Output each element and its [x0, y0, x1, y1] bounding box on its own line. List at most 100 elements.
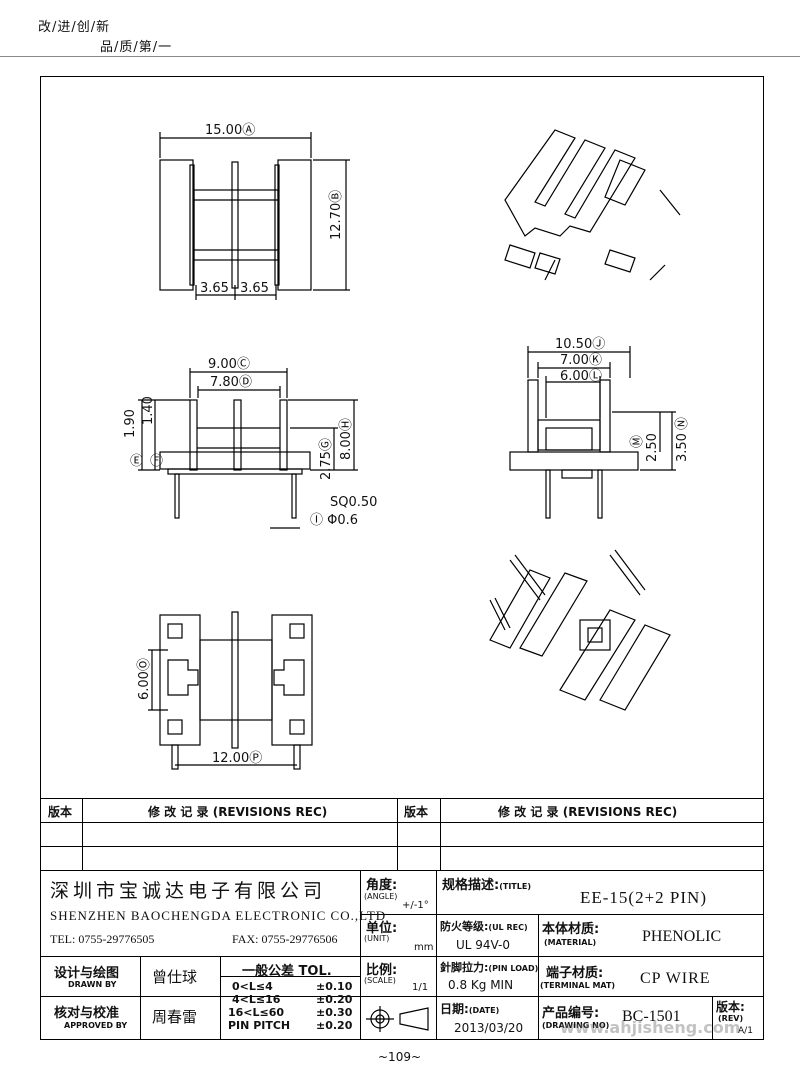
design-en: DRAWN BY: [68, 980, 117, 989]
dim-n: Ⓝ: [675, 417, 690, 430]
dim-7: 7.00Ⓚ: [560, 353, 602, 368]
tb-col-d: [712, 996, 713, 1040]
rev-row3: [40, 870, 764, 871]
rev-title-left: 修 改 记 录 (REVISIONS REC): [148, 805, 328, 819]
dim-f: Ⓕ: [150, 454, 163, 469]
approve-label: 核对与校准: [54, 1006, 120, 1021]
terminal-value: CP WIRE: [640, 970, 711, 987]
projection-symbol-icon: [366, 1006, 429, 1032]
rev-col2: [397, 798, 398, 870]
angle-label: 角度:: [366, 878, 398, 893]
pinload-label: 針脚拉力:(PIN LOAD): [440, 961, 539, 974]
tb-row-left: [40, 956, 364, 957]
tb-col-c: [538, 914, 539, 1040]
company-fax: FAX: 0755-29776506: [232, 932, 338, 946]
slogan-line2: 品/质/第/一: [100, 40, 173, 55]
unit-label: 单位:: [366, 921, 398, 936]
tol-value-3: ±0.30: [316, 1006, 353, 1019]
title-label: 规格描述:(TITLE): [442, 878, 531, 893]
tol-title: 一般公差 TOL.: [242, 964, 332, 979]
tol-value-2: ±0.20: [316, 993, 353, 1006]
rev-col3: [440, 798, 441, 870]
drawing-en: (DRAWING NO): [542, 1021, 610, 1030]
title-value: EE-15(2+2 PIN): [580, 888, 707, 907]
rev-row1: [40, 822, 764, 823]
dim-2-50: 2.50: [645, 433, 660, 462]
dim-pin: Ⓘ Φ0.6: [310, 513, 358, 528]
scale-label: 比例:: [366, 963, 398, 978]
tb-tol-rule: [220, 976, 360, 977]
dim-m: Ⓜ: [630, 435, 645, 448]
angle-value: +/-1°: [402, 900, 429, 911]
rev-en: (REV): [718, 1014, 744, 1023]
dim-10-50: 10.50Ⓙ: [555, 337, 605, 352]
pinload-value: 0.8 Kg MIN: [448, 978, 514, 992]
ul-label: 防火等级:(UL REC): [440, 920, 528, 933]
dim-2-75: 2.75Ⓖ: [319, 438, 334, 480]
dim-7-80: 7.80Ⓓ: [210, 375, 252, 390]
dim-8: 8.00Ⓗ: [339, 418, 354, 460]
material-label: 本体材质:: [542, 922, 600, 937]
tol-range-2: 4<L≤16: [232, 993, 281, 1006]
dim-6-o: 6.00Ⓞ: [137, 658, 152, 700]
dim-3-65-left: 3.65: [200, 281, 229, 296]
scale-value: 1/1: [412, 982, 429, 993]
date-value: 2013/03/20: [454, 1021, 524, 1035]
rev-title-right: 修 改 记 录 (REVISIONS REC): [498, 805, 678, 819]
design-name: 曾仕球: [152, 970, 198, 986]
scale-en: (SCALE): [364, 976, 396, 985]
tol-range-4: PIN PITCH: [228, 1019, 291, 1032]
company-name-cn: 深圳市宝诚达电子有限公司: [50, 881, 327, 902]
tb-row3: [40, 996, 764, 997]
terminal-label: 端子材质:: [546, 966, 604, 981]
drawing-label: 产品编号:: [542, 1006, 600, 1021]
technical-drawings: 15.00Ⓐ 12.70Ⓑ 3.65 3.65 9.00Ⓒ 7.80Ⓓ 1.90…: [123, 123, 690, 770]
approve-name: 周春雷: [152, 1010, 198, 1026]
date-label: 日期:(DATE): [440, 1002, 500, 1016]
header-rule: [0, 56, 800, 57]
tb-row2: [360, 956, 764, 957]
unit-value: mm: [414, 942, 434, 953]
company-name-en: SHENZHEN BAOCHENGDA ELECTRONIC CO.,LTD: [50, 908, 387, 923]
design-label: 设计与绘图: [54, 966, 120, 981]
dim-12-70: 12.70Ⓑ: [329, 190, 344, 240]
dim-9: 9.00Ⓒ: [208, 357, 250, 372]
watermark: www.ahjisheng.com: [560, 1018, 741, 1037]
unit-en: (UNIT): [364, 934, 390, 943]
drawing-frame: [40, 76, 764, 1040]
dim-12: 12.00Ⓟ: [212, 751, 262, 766]
slogan-line1: 改/进/创/新: [38, 20, 111, 35]
dim-3-50: 3.50: [675, 433, 690, 462]
rev-row2: [40, 846, 764, 847]
material-value: PHENOLIC: [642, 928, 722, 945]
ul-value: UL 94V-0: [456, 938, 511, 952]
terminal-en: (TERMINAL MAT): [540, 981, 616, 990]
tol-value-1: ±0.10: [316, 980, 353, 993]
approve-en: APPROVED BY: [64, 1021, 128, 1030]
company-tel: TEL: 0755-29776505: [50, 932, 155, 946]
rev-col1: [82, 798, 83, 870]
rev-value: A/1: [738, 1026, 753, 1036]
dim-3-65-right: 3.65: [240, 281, 269, 296]
dim-6: 6.00Ⓛ: [560, 369, 602, 384]
dim-1-40: 1.40: [141, 396, 156, 425]
dim-15: 15.00Ⓐ: [205, 123, 255, 138]
tol-range-1: 0<L≤4: [232, 980, 273, 993]
tb-col-e: [140, 956, 141, 1040]
tb-col-a: [360, 870, 361, 1040]
rev-label: 版本:: [716, 1000, 745, 1014]
tb-row1: [360, 914, 764, 915]
tb-col-b: [436, 870, 437, 1040]
tb-col-f: [220, 956, 221, 1040]
dim-sq: SQ0.50: [330, 495, 377, 510]
rev-label-left: 版本: [48, 805, 73, 819]
tol-value-4: ±0.20: [316, 1019, 353, 1032]
page-number: ~109~: [378, 1050, 422, 1064]
dim-1-90: 1.90: [123, 409, 138, 438]
rev-label-right: 版本: [404, 805, 429, 819]
dim-e: Ⓔ: [130, 454, 143, 469]
rev-top: [40, 798, 764, 799]
drawing-value: BC-1501: [622, 1008, 681, 1025]
angle-en: (ANGLE): [364, 892, 398, 901]
material-en: (MATERIAL): [544, 938, 597, 947]
